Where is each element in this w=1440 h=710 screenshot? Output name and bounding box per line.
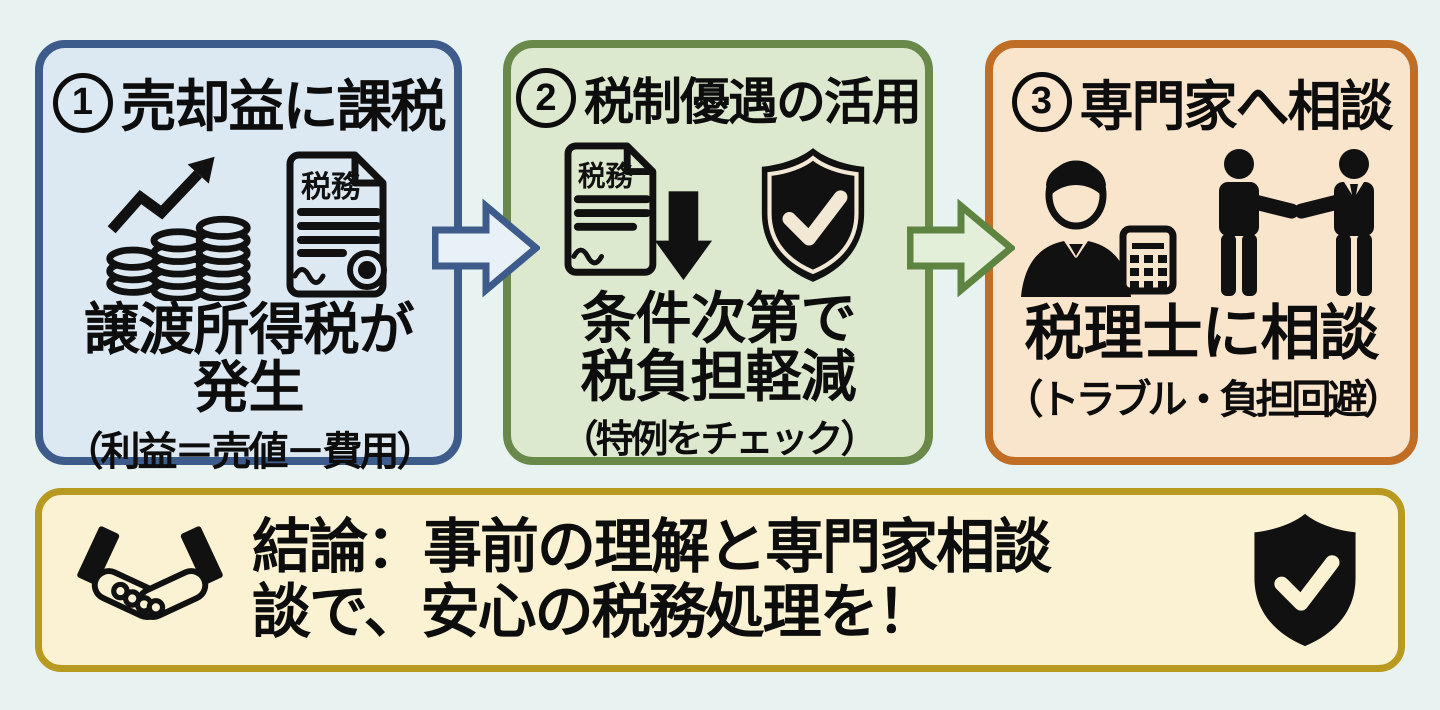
step2-line1: 条件次第で	[580, 287, 857, 350]
step2-number-badge: 2	[516, 68, 576, 128]
conclusion-line1: 結論：事前の理解と専門家相談	[252, 514, 1052, 581]
step1-box: 1 売却益に課税 税務 譲渡所得税が 発生 （利益＝売値－費用）	[35, 40, 462, 474]
step2-note: （特例をチェック）	[560, 419, 878, 462]
step2-title: 2 税制優遇の活用	[516, 62, 922, 134]
shield-check-icon	[1254, 513, 1356, 647]
step3-line1: 税理士に相談	[1024, 300, 1380, 367]
handshake-icon	[77, 526, 223, 620]
step3-title: 3 専門家へ相談	[1011, 62, 1394, 141]
step1-number-badge: 1	[52, 72, 113, 133]
arrow-right-icon	[907, 198, 1015, 298]
step1-line2: 発生	[193, 356, 305, 420]
step1-title: 1 売却益に課税	[52, 62, 447, 143]
step2-box: 2 税制優遇の活用 税務 条件次第で 税負担軽減 （特例をチェック）	[503, 40, 933, 465]
doc-label: 税務	[578, 160, 635, 191]
doc-label: 税務	[301, 170, 362, 204]
conclusion-text: 結論：事前の理解と専門家相談 談で、安心の税務処理を！	[224, 515, 1242, 645]
step3-title-text: 専門家へ相談	[1079, 77, 1394, 137]
tax-document-icon: 税務	[286, 151, 387, 298]
accountant-calculator-icon	[1021, 160, 1177, 297]
tax-document-down-arrow-icon: 税務	[564, 142, 713, 281]
step3-number-badge: 3	[1011, 71, 1072, 132]
step2-line2: 税負担軽減	[580, 345, 857, 409]
step1-icons: 税務	[103, 149, 395, 301]
step1-title-text: 売却益に課税	[120, 75, 447, 138]
conclusion-line2: 談で、安心の税務処理を！	[252, 579, 936, 645]
conclusion-box: 結論：事前の理解と専門家相談 談で、安心の税務処理を！	[35, 488, 1405, 672]
step2-icons: 税務	[562, 140, 874, 290]
shield-check-icon	[761, 148, 865, 282]
step3-note: （トラブル・負担回避）	[1003, 378, 1404, 423]
handshake-people-icon	[1219, 149, 1374, 296]
step3-box: 3 専門家へ相談	[985, 40, 1418, 465]
step1-line1: 譲渡所得税が	[83, 298, 415, 361]
step2-title-text: 税制優遇の活用	[584, 74, 922, 130]
chart-up-coins-icon	[105, 156, 251, 301]
step3-icons	[1019, 147, 1384, 299]
arrow-right-icon	[432, 198, 540, 298]
step1-note: （利益＝売値－費用）	[63, 430, 437, 475]
